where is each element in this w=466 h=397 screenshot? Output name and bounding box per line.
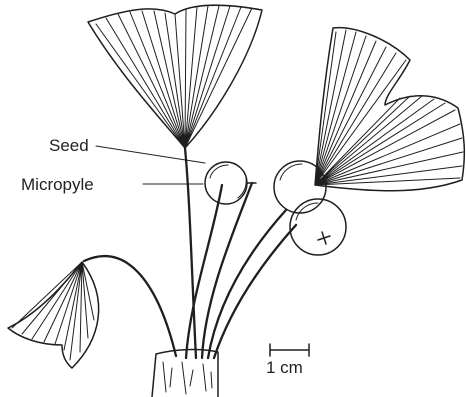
seed-label: Seed	[49, 137, 89, 154]
micropyle-label: Micropyle	[21, 176, 94, 193]
scale-bar-label: 1 cm	[266, 359, 303, 376]
scale-bar	[270, 344, 309, 356]
seed-leader-line	[96, 146, 205, 163]
right-leaf	[315, 28, 464, 191]
leader-lines	[96, 146, 205, 184]
seed-small	[205, 162, 256, 204]
top-leaf	[88, 5, 262, 148]
seed-lower	[290, 199, 346, 255]
stalks	[84, 148, 296, 358]
left-leaf	[8, 262, 99, 368]
